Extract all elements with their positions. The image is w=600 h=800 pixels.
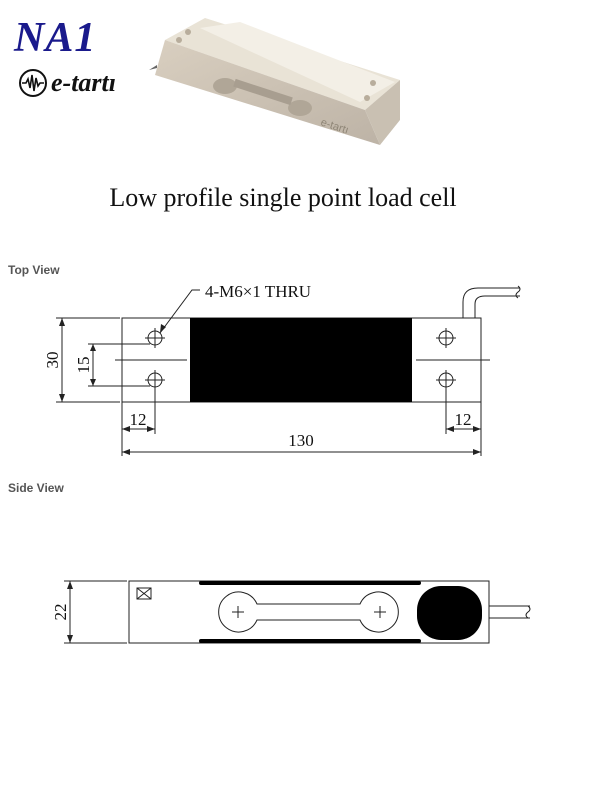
dumbbell-cutout — [218, 591, 399, 633]
top-view-label: Top View — [8, 263, 60, 277]
cable-gland — [417, 586, 482, 640]
page-title: Low profile single point load cell — [109, 183, 457, 212]
mounting-holes — [145, 328, 456, 390]
side-view-drawing: 22 — [51, 580, 531, 644]
brand-name: e-tartı — [51, 68, 116, 97]
dim-length: 130 — [288, 431, 314, 450]
top-view-drawing: 4-M6×1 THRU 30 15 12 12 130 — [43, 282, 521, 456]
dim-height: 22 — [51, 604, 70, 621]
dim-right-offset: 12 — [455, 410, 472, 429]
dim-width: 30 — [43, 352, 62, 369]
hole-note: 4-M6×1 THRU — [205, 282, 311, 301]
waveform-logo-icon — [19, 69, 47, 97]
dim-hole-spacing: 15 — [74, 357, 93, 374]
model-name: NA1 — [14, 15, 97, 61]
strain-gauge-area — [190, 318, 412, 402]
cable — [462, 287, 520, 318]
dim-left-offset: 12 — [130, 410, 147, 429]
leader-line — [159, 289, 200, 334]
side-view-label: Side View — [8, 481, 64, 495]
load-cell-photo: e-tartı — [149, 18, 400, 145]
brand-logo: e-tartı — [18, 68, 116, 98]
